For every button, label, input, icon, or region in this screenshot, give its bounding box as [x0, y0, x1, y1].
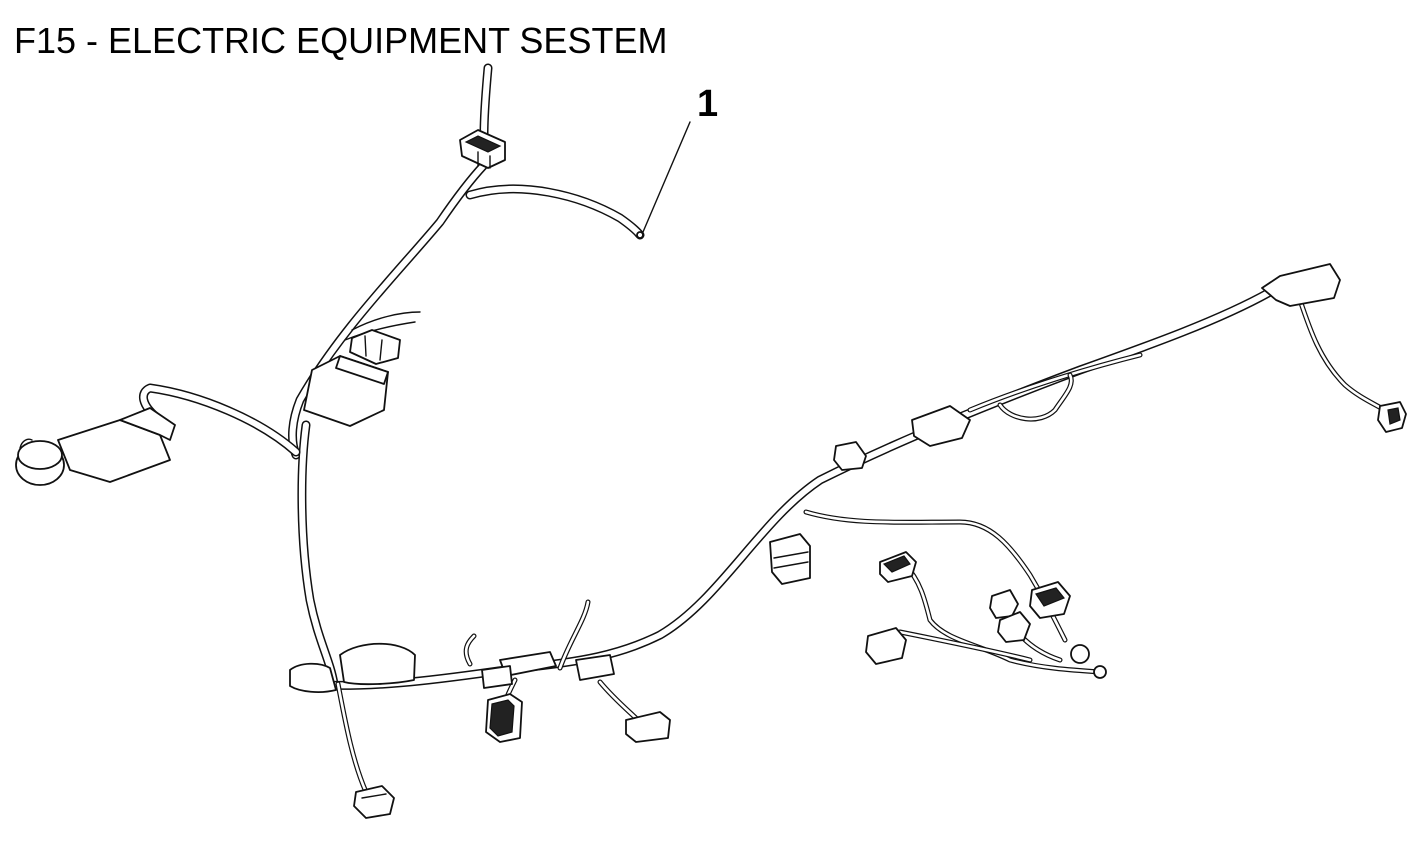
headlamp-connector	[15, 407, 176, 486]
top-connector	[459, 129, 506, 169]
lower-drop-connector	[353, 785, 395, 819]
trunk-clamp	[289, 642, 416, 693]
side-plug-connector	[769, 533, 811, 585]
page-title: F15 - ELECTRIC EQUIPMENT SESTEM	[14, 20, 668, 61]
cluster-connector-b	[865, 627, 907, 665]
lower-right-plug	[625, 711, 671, 743]
fuse-connector	[485, 693, 523, 743]
rear-drop-connector	[1377, 401, 1407, 433]
mid-connector-a	[833, 441, 867, 471]
cluster-connector-d	[989, 589, 1031, 643]
relay-unit	[303, 329, 401, 427]
callout-1: 1	[636, 83, 718, 239]
rear-end-connector	[1261, 263, 1341, 307]
junction-block	[481, 651, 615, 689]
cluster-connector-c	[1029, 581, 1071, 619]
mid-connector-b	[911, 405, 971, 447]
ring-terminal	[1070, 644, 1107, 679]
cluster-connector-a	[879, 551, 917, 583]
clip-loop	[997, 372, 1074, 422]
callout-label: 1	[697, 83, 718, 125]
